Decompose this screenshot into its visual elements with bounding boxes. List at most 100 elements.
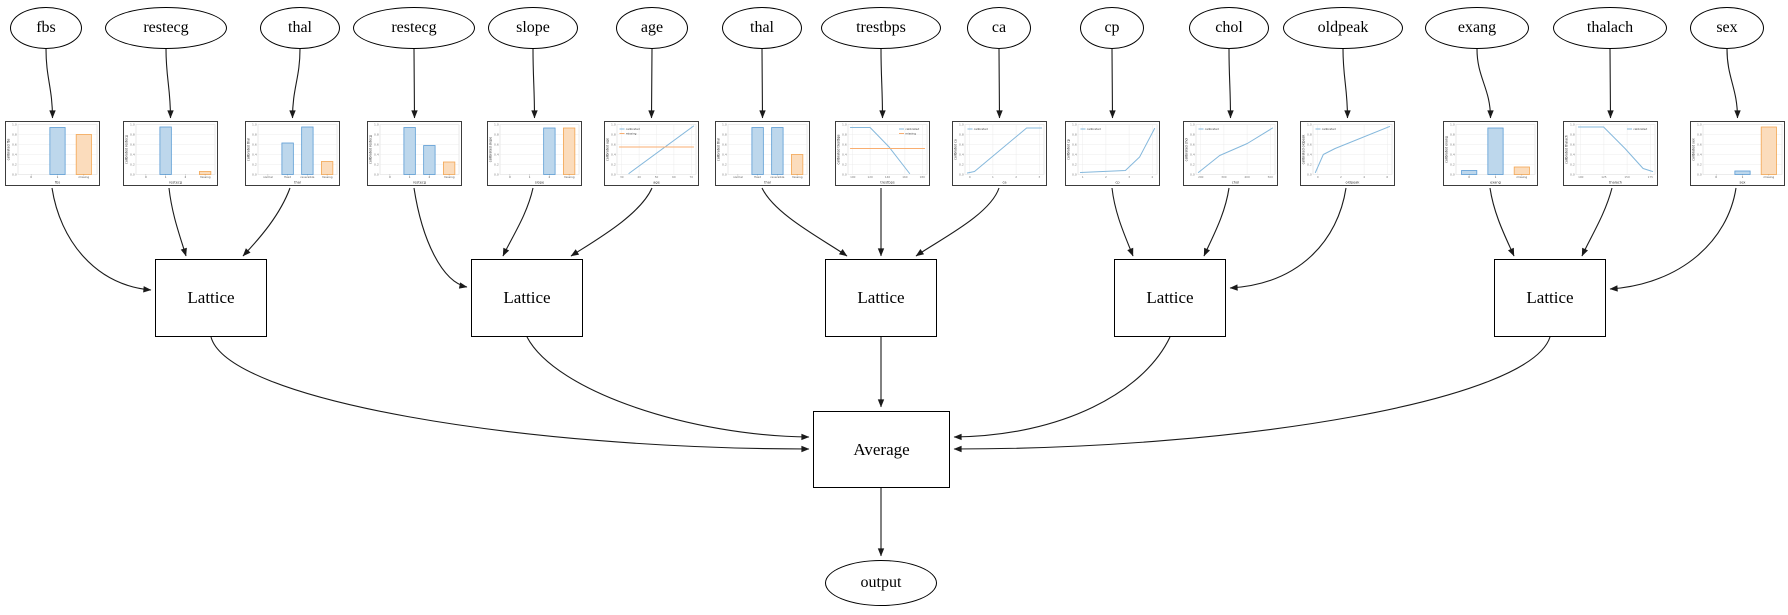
svg-text:1: 1 (409, 175, 411, 179)
svg-text:calibrated restecg: calibrated restecg (125, 135, 129, 164)
svg-text:1.0: 1.0 (1072, 123, 1077, 127)
svg-text:100: 100 (850, 175, 856, 179)
svg-text:calibrated: calibrated (1087, 127, 1101, 131)
svg-text:0: 0 (1468, 175, 1470, 179)
feature-node-restecg-label: restecg (143, 19, 189, 36)
edge-24 (1111, 187, 1134, 257)
feature-node-cp: cp (1080, 7, 1144, 49)
feature-node-thal-label: thal (750, 19, 774, 36)
svg-text:0.8: 0.8 (130, 133, 135, 137)
edge-14 (1726, 48, 1741, 119)
svg-text:0.4: 0.4 (130, 153, 135, 157)
svg-text:calibrated fbs: calibrated fbs (7, 138, 11, 160)
svg-text:100: 100 (1578, 175, 1584, 179)
svg-text:calibrated: calibrated (905, 127, 919, 131)
edge-25 (1203, 187, 1230, 257)
svg-text:1.0: 1.0 (959, 123, 964, 127)
svg-text:0: 0 (1715, 175, 1717, 179)
svg-text:0.6: 0.6 (374, 143, 379, 147)
svg-text:0.8: 0.8 (1307, 133, 1312, 137)
svg-text:0.8: 0.8 (1450, 133, 1455, 137)
svg-text:trestbps: trestbps (880, 181, 895, 185)
svg-text:1.0: 1.0 (1450, 123, 1455, 127)
svg-text:180: 180 (920, 175, 926, 179)
svg-text:4: 4 (1151, 175, 1153, 179)
svg-text:2: 2 (184, 175, 186, 179)
svg-text:30: 30 (620, 175, 624, 179)
svg-text:fixed: fixed (754, 175, 761, 179)
svg-text:calibrated age: calibrated age (606, 138, 610, 161)
svg-text:0.4: 0.4 (842, 153, 847, 157)
svg-text:0.8: 0.8 (12, 133, 17, 137)
svg-text:0.4: 0.4 (959, 153, 964, 157)
feature-node-exang: exang (1425, 7, 1529, 49)
svg-text:0.4: 0.4 (1697, 153, 1702, 157)
svg-text:1: 1 (1495, 175, 1497, 179)
svg-text:calibrated: calibrated (1322, 127, 1336, 131)
svg-text:0.6: 0.6 (959, 143, 964, 147)
feature-node-oldpeak-label: oldpeak (1317, 19, 1369, 36)
feature-node-fbs: fbs (10, 7, 82, 49)
svg-text:0.2: 0.2 (12, 163, 17, 167)
edge-3 (411, 48, 418, 119)
svg-text:restecg: restecg (169, 181, 182, 185)
svg-text:restecg: restecg (413, 181, 426, 185)
svg-text:0.6: 0.6 (1072, 143, 1077, 147)
svg-text:0.4: 0.4 (1072, 153, 1077, 157)
svg-text:1: 1 (57, 175, 59, 179)
svg-text:0.2: 0.2 (130, 163, 135, 167)
lattice-node-1-label: Lattice (187, 288, 235, 307)
feature-node-sex: sex (1690, 7, 1764, 49)
svg-text:175: 175 (1648, 175, 1654, 179)
edge-21 (761, 187, 848, 257)
lattice-node-5: Lattice (1494, 259, 1606, 337)
svg-text:0.2: 0.2 (494, 163, 499, 167)
svg-text:1.0: 1.0 (611, 123, 616, 127)
svg-text:3: 3 (1128, 175, 1130, 179)
svg-text:0.2: 0.2 (374, 163, 379, 167)
svg-text:calibrated: calibrated (1205, 127, 1219, 131)
svg-text:160: 160 (902, 175, 908, 179)
svg-text:1.0: 1.0 (1307, 123, 1312, 127)
svg-text:2: 2 (428, 175, 430, 179)
svg-text:cp: cp (1115, 181, 1120, 185)
edge-4 (531, 48, 538, 119)
svg-text:calibrated: calibrated (626, 127, 640, 131)
svg-text:0.8: 0.8 (1190, 133, 1195, 137)
svg-text:normal: normal (733, 175, 743, 179)
feature-node-trestbps-label: trestbps (856, 19, 906, 36)
edge-20 (570, 187, 653, 257)
svg-text:1: 1 (1082, 175, 1084, 179)
output-node-label: output (860, 574, 902, 591)
svg-text:0.4: 0.4 (252, 153, 257, 157)
svg-text:reversible: reversible (300, 175, 314, 179)
lattice-node-2: Lattice (471, 259, 583, 337)
edge-27 (1489, 187, 1515, 257)
lattice-node-2-label: Lattice (503, 288, 551, 307)
feature-node-chol: chol (1189, 7, 1269, 49)
svg-text:missing: missing (564, 175, 575, 179)
svg-text:0.8: 0.8 (611, 133, 616, 137)
svg-text:fixed: fixed (284, 175, 291, 179)
svg-text:150: 150 (1624, 175, 1630, 179)
svg-text:0.6: 0.6 (1450, 143, 1455, 147)
svg-text:0.2: 0.2 (722, 163, 727, 167)
svg-text:0: 0 (509, 175, 511, 179)
edge-19 (502, 187, 534, 257)
feature-node-cp-label: cp (1104, 19, 1120, 36)
lattice-node-5-label: Lattice (1526, 288, 1574, 307)
svg-text:thalach: thalach (1609, 181, 1622, 185)
svg-text:calibrated ca: calibrated ca (954, 139, 958, 160)
svg-text:0: 0 (1317, 175, 1319, 179)
svg-text:0.2: 0.2 (1307, 163, 1312, 167)
svg-text:oldpeak: oldpeak (1346, 181, 1361, 185)
svg-text:1.0: 1.0 (1190, 123, 1195, 127)
edge-13 (1607, 48, 1614, 119)
